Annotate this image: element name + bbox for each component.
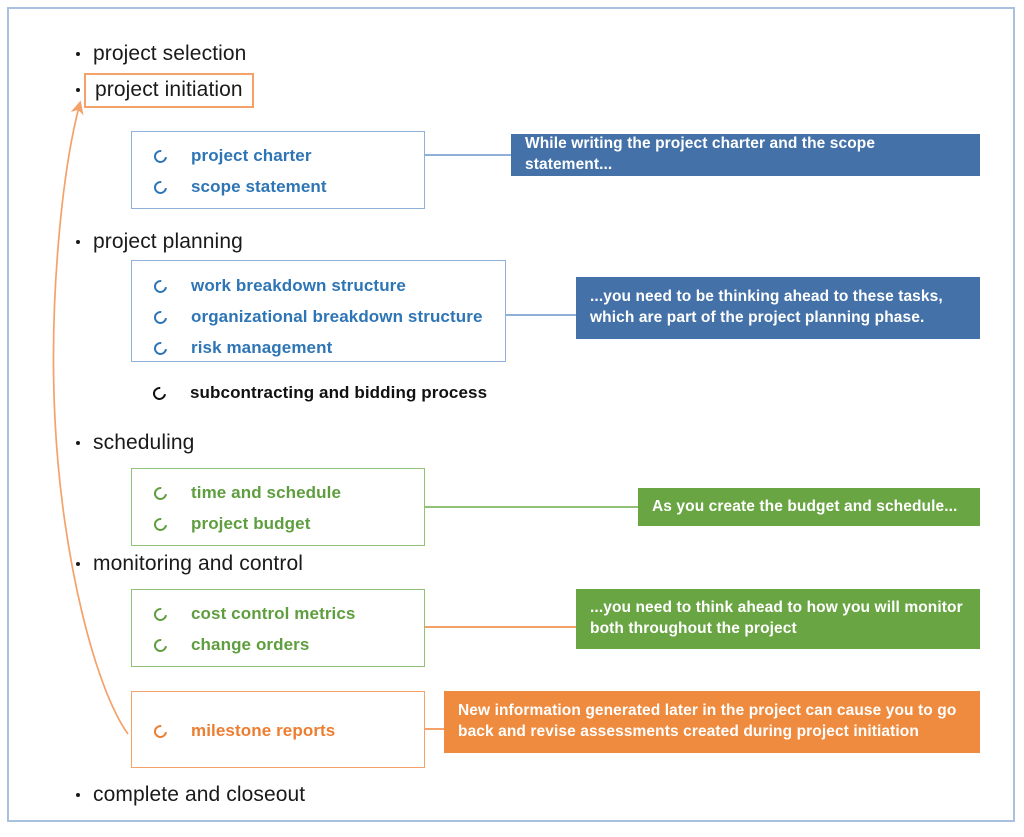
circle-bullet-icon — [151, 721, 170, 741]
phase-complete-and-closeout[interactable]: complete and closeout — [76, 784, 305, 805]
connector-milestone — [425, 728, 444, 730]
phase-scheduling[interactable]: scheduling — [76, 432, 194, 453]
list-item[interactable]: change orders — [151, 635, 310, 655]
revision-callout: New information generated later in the p… — [444, 691, 980, 753]
connector-monitor — [425, 626, 576, 628]
bullet-dot-icon — [76, 792, 80, 797]
bullet-dot-icon — [76, 561, 80, 566]
phase-label: complete and closeout — [93, 783, 306, 806]
circle-bullet-icon — [151, 276, 170, 296]
group-monitoring-deliverables[interactable]: cost control metrics change orders — [131, 589, 425, 667]
circle-bullet-icon — [151, 146, 170, 166]
list-item[interactable]: work breakdown structure — [151, 276, 406, 296]
circle-bullet-icon — [151, 177, 170, 197]
circle-bullet-icon — [151, 338, 170, 358]
circle-bullet-icon — [151, 307, 170, 327]
callout-line: back and revise assessments created duri… — [458, 723, 919, 740]
diagram-frame — [7, 7, 1015, 822]
budget-callout: As you create the budget and schedule... — [638, 488, 980, 526]
planning-callout: ...you need to be thinking ahead to thes… — [576, 277, 980, 339]
standalone-list-item[interactable]: subcontracting and bidding process — [150, 383, 488, 403]
bullet-dot-icon — [76, 239, 80, 244]
callout-line: New information generated later in the p… — [458, 702, 957, 720]
circle-bullet-icon — [151, 483, 170, 503]
phase-project-selection[interactable]: project selection — [76, 43, 246, 64]
phase-project-planning[interactable]: project planning — [76, 231, 243, 252]
standalone-list-item-label: subcontracting and bidding process — [190, 383, 488, 402]
list-item-label: scope statement — [191, 177, 327, 196]
callout-line: ...you need to think ahead to how you wi… — [590, 599, 963, 617]
connector-budget — [425, 506, 638, 508]
list-item[interactable]: cost control metrics — [151, 604, 356, 624]
callout-line: both throughout the project — [590, 620, 797, 637]
bullet-dot-icon — [76, 88, 80, 92]
phase-label: project selection — [93, 42, 247, 65]
phase-label: project planning — [93, 230, 243, 253]
circle-bullet-icon — [151, 635, 170, 655]
list-item-label: change orders — [191, 635, 310, 654]
connector-charter — [425, 154, 511, 156]
list-item-label: work breakdown structure — [191, 276, 406, 295]
phase-monitoring-and-control[interactable]: monitoring and control — [76, 553, 303, 574]
list-item[interactable]: time and schedule — [151, 483, 342, 503]
bullet-dot-icon — [76, 440, 80, 445]
group-scheduling-deliverables[interactable]: time and schedule project budget — [131, 468, 425, 546]
monitor-callout: ...you need to think ahead to how you wi… — [576, 589, 980, 649]
list-item[interactable]: organizational breakdown structure — [151, 307, 483, 327]
list-item-label: organizational breakdown structure — [191, 307, 483, 326]
group-milestone-deliverables[interactable]: milestone reports — [131, 691, 425, 768]
callout-line: which are part of the project planning p… — [590, 309, 925, 326]
callout-line: ...you need to be thinking ahead to thes… — [590, 288, 943, 306]
bullet-dot-icon — [76, 51, 80, 56]
phase-label: monitoring and control — [93, 552, 303, 575]
group-initiation-deliverables[interactable]: project charter scope statement — [131, 131, 425, 209]
circle-bullet-icon — [150, 383, 169, 403]
list-item[interactable]: project charter — [151, 146, 312, 166]
list-item-label: time and schedule — [191, 483, 342, 502]
list-item[interactable]: scope statement — [151, 177, 327, 197]
phase-project-initiation[interactable]: project initiation — [76, 73, 254, 108]
circle-bullet-icon — [151, 514, 170, 534]
list-item[interactable]: milestone reports — [151, 721, 336, 741]
callout-line: As you create the budget and schedule... — [652, 497, 958, 515]
group-planning-deliverables[interactable]: work breakdown structure organizational … — [131, 260, 506, 362]
list-item-label: cost control metrics — [191, 604, 356, 623]
list-item-label: project budget — [191, 514, 311, 533]
list-item-label: project charter — [191, 146, 312, 165]
callout-line: While writing the project charter and th… — [525, 135, 876, 173]
list-item[interactable]: project budget — [151, 514, 311, 534]
phase-label: scheduling — [93, 431, 195, 454]
list-item[interactable]: risk management — [151, 338, 333, 358]
feedback-arrow-path — [52, 100, 129, 735]
list-item-label: risk management — [191, 338, 333, 357]
phase-label-highlighted: project initiation — [84, 73, 254, 108]
list-item-label: milestone reports — [191, 721, 336, 740]
circle-bullet-icon — [151, 604, 170, 624]
charter-callout: While writing the project charter and th… — [511, 134, 980, 176]
connector-planning — [506, 314, 576, 316]
